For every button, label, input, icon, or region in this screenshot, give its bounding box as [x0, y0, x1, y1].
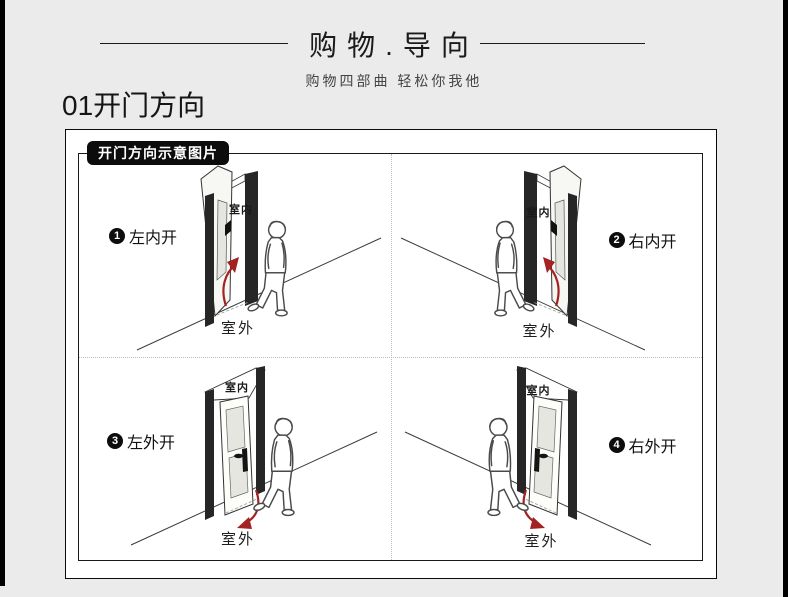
page-title: 购物.导向	[309, 30, 479, 61]
indoor-label: 室内	[526, 207, 551, 219]
quadrant-right-outward: 4 右外开 室内 室外	[391, 357, 703, 560]
diagram-box: 1 左内开 室内 室外 2 右内开 室内 室外	[78, 153, 703, 561]
quadrant-label-text: 右外开	[628, 439, 677, 456]
title-rule-right	[480, 43, 645, 44]
quadrant-label-text: 左内开	[129, 230, 178, 247]
illustration-panel: 开门方向示意图片 1 左内开 室内 室外 2 右内开	[65, 129, 717, 579]
section-title: 01开门方向	[62, 90, 206, 121]
quadrant-label-text: 右内开	[628, 234, 677, 251]
panel-badge: 开门方向示意图片	[87, 141, 229, 165]
outdoor-label: 室外	[522, 323, 557, 340]
title-rule-left	[100, 43, 288, 44]
quadrant-left-inward: 1 左内开 室内 室外	[79, 154, 391, 357]
quadrant-label-text: 左外开	[127, 435, 176, 452]
quadrant-label: 2 右内开	[608, 228, 677, 252]
indoor-label: 室内	[229, 204, 253, 216]
number-badge: 4	[608, 437, 625, 453]
quadrant-right-inward: 2 右内开 室内 室外	[391, 154, 703, 357]
number-badge: 2	[608, 232, 625, 248]
indoor-label: 室内	[526, 385, 551, 397]
right-edge-bar	[783, 0, 788, 597]
number-badge: 1	[109, 228, 125, 244]
number-badge: 3	[107, 433, 123, 449]
page-subtitle: 购物四部曲 轻松你我他	[305, 73, 483, 89]
left-edge-bar	[0, 0, 5, 586]
outdoor-label: 室外	[524, 533, 559, 550]
outdoor-label: 室外	[221, 531, 256, 548]
outdoor-label: 室外	[221, 320, 256, 337]
quadrant-left-outward: 3 左外开 室内 室外	[79, 357, 391, 560]
quadrant-label: 1 左内开	[109, 224, 177, 248]
quadrant-label: 4 右外开	[608, 433, 677, 457]
indoor-label: 室内	[225, 382, 249, 394]
horizontal-divider	[79, 357, 702, 358]
quadrant-label: 3 左外开	[107, 429, 175, 453]
